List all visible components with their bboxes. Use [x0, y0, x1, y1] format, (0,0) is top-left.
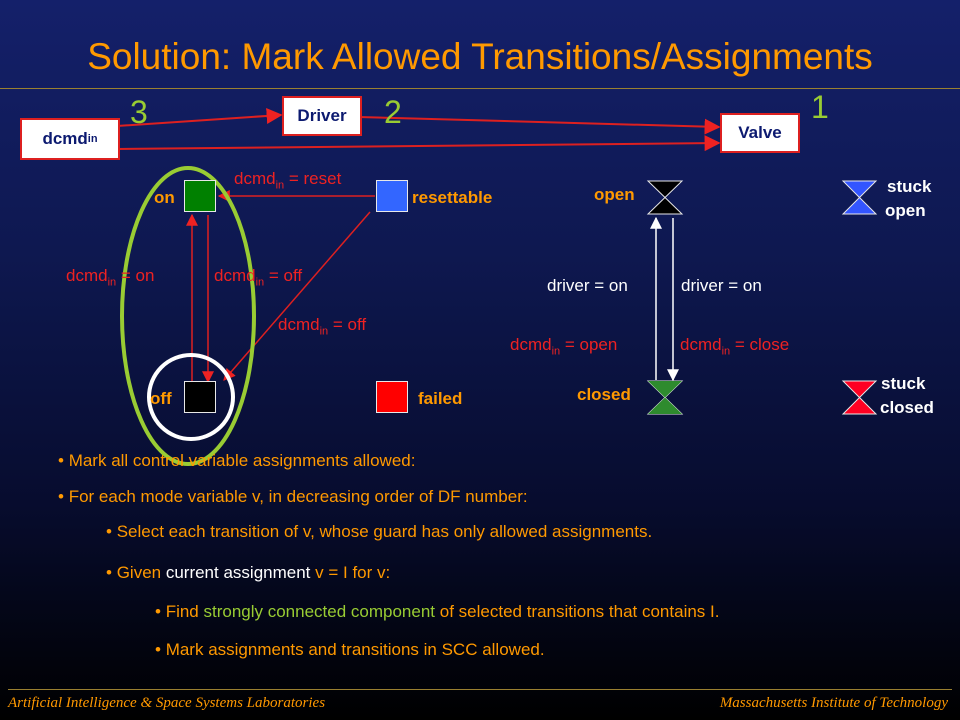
- driver-box: Driver: [282, 96, 362, 136]
- valve-stuck-open-symbol: [841, 180, 878, 215]
- valve-closed-symbol: [646, 380, 684, 415]
- valve-stuck-closed-label-2: closed: [880, 398, 934, 417]
- arrow-dcmd-to-valve: [116, 135, 721, 152]
- bullet-1: • Mark all control variable assignments …: [58, 451, 416, 470]
- valve-stuck-open-label-1: stuck: [887, 177, 932, 196]
- valve-stuck-closed-label-1: stuck: [881, 374, 926, 393]
- arrow-resettable-to-off: [223, 211, 371, 381]
- footer-right: Massachusetts Institute of Technology: [719, 695, 948, 711]
- valve-guard-down-driver: driver = on: [681, 276, 762, 295]
- guard-reset: dcmdin = reset: [234, 169, 342, 192]
- bullet-5: • Find strongly connected component of s…: [155, 602, 720, 621]
- slide-title: Solution: Mark Allowed Transitions/Assig…: [87, 36, 873, 77]
- mode-resettable-label: resettable: [412, 188, 493, 207]
- valve-box: Valve: [720, 113, 800, 153]
- valve-stuck-closed-symbol: [841, 380, 878, 415]
- valve-guard-up-driver: driver = on: [547, 276, 628, 295]
- mode-on-square: [184, 180, 216, 212]
- bullet-4: • Given current assignment v = I for v:: [106, 563, 391, 582]
- scc-highlight-ellipse: [120, 166, 256, 466]
- guard-to-off: dcmdin = off: [214, 266, 303, 289]
- df-number-dcmd: 3: [130, 94, 148, 130]
- footer-left: Artificial Intelligence & Space Systems …: [8, 695, 326, 711]
- guard-to-on: dcmdin = on: [66, 266, 155, 289]
- valve-open-label: open: [594, 185, 635, 204]
- guard-resettable-off: dcmdin = off: [278, 315, 367, 338]
- mode-off-square: [184, 381, 216, 413]
- mode-failed-label: failed: [418, 389, 463, 408]
- valve-guard-up-dcmd: dcmdin = open: [510, 335, 618, 358]
- valve-stuck-open-label-2: open: [885, 201, 926, 220]
- mode-on-label: on: [154, 188, 175, 207]
- bullet-3: • Select each transition of v, whose gua…: [106, 522, 653, 541]
- mode-off-label: off: [150, 389, 172, 408]
- arrow-driver-to-valve: [357, 116, 721, 135]
- current-assignment-circle: [147, 353, 235, 441]
- valve-guard-down-dcmd: dcmdin = close: [680, 335, 790, 358]
- footer-divider: [8, 689, 952, 690]
- dcmd-in-box-label: dcmd: [42, 129, 88, 148]
- mode-resettable-square: [376, 180, 408, 212]
- bullet-2: • For each mode variable v, in decreasin…: [58, 487, 528, 506]
- mode-failed-square: [376, 381, 408, 413]
- valve-open-symbol: [646, 180, 684, 215]
- title-divider: [0, 88, 960, 89]
- df-number-driver: 2: [384, 94, 402, 130]
- arrow-dcmd-to-driver: [116, 107, 283, 127]
- df-number-valve: 1: [811, 89, 829, 125]
- valve-closed-label: closed: [577, 385, 631, 404]
- bullet-6: • Mark assignments and transitions in SC…: [155, 640, 545, 659]
